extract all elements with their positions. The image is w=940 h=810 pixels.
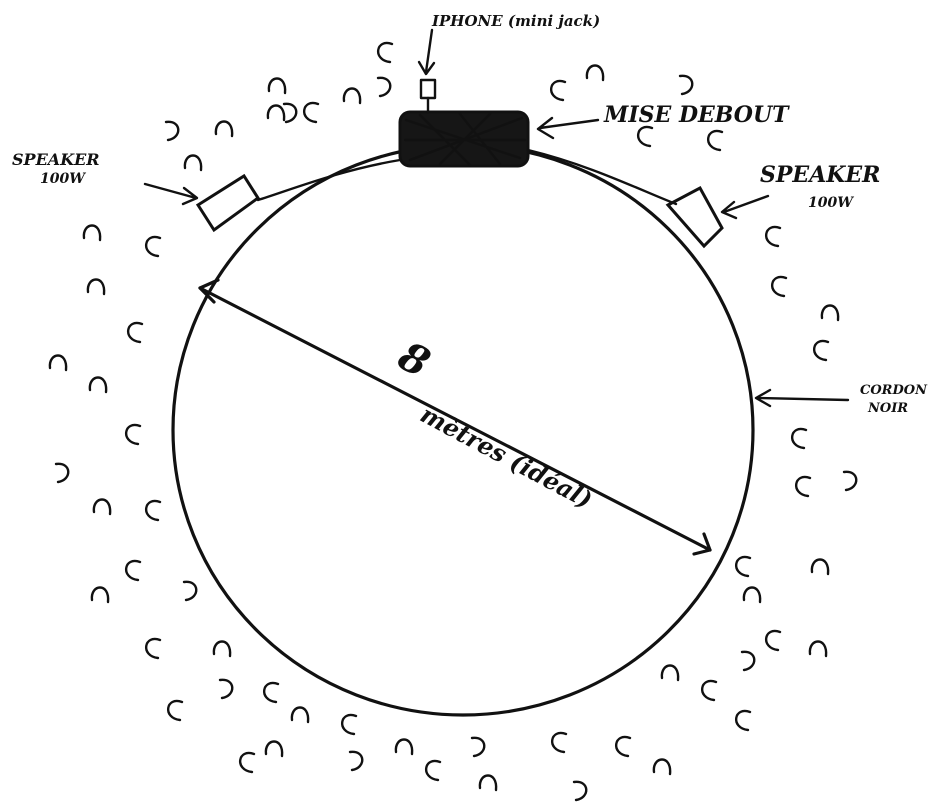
audience-mark	[146, 501, 160, 520]
speaker-left-label-1: SPEAKER	[12, 152, 100, 168]
audience-mark	[266, 742, 282, 757]
audience-mark	[702, 681, 716, 700]
audience-mark	[90, 378, 106, 393]
audience-mark	[185, 156, 201, 171]
audience-mark	[166, 122, 178, 140]
audience-mark	[736, 711, 750, 730]
audience-mark	[92, 588, 108, 603]
audience-mark	[126, 561, 140, 580]
audience-mark	[772, 277, 786, 296]
speaker-left-arrow	[145, 184, 197, 204]
audience-mark	[844, 472, 856, 490]
audience-mark	[168, 701, 182, 720]
audience-mark	[240, 753, 254, 772]
audience-mark	[662, 666, 678, 681]
audience-mark	[742, 652, 754, 670]
audience-mark	[84, 226, 100, 241]
speaker-right-arrow	[722, 196, 768, 218]
audience-mark	[378, 43, 392, 62]
iphone-arrow	[419, 30, 434, 74]
audience-mark	[184, 582, 196, 600]
audience-mark	[284, 104, 296, 122]
audience-mark	[480, 776, 496, 791]
cable-left	[258, 160, 400, 200]
audience-mark	[822, 306, 838, 321]
mise-debout-label: MISE DEBOUT	[604, 104, 789, 126]
mise-debout-arrow	[538, 118, 598, 138]
audience-mark	[304, 103, 318, 122]
audience-mark	[744, 588, 760, 603]
mise-debout-box	[400, 112, 528, 166]
audience-mark	[551, 81, 565, 100]
audience-mark	[50, 356, 66, 371]
audience-mark	[214, 642, 230, 657]
audience-mark	[552, 733, 566, 752]
cordon-label-2: NOIR	[868, 402, 908, 415]
iphone-label: IPHONE (mini jack)	[432, 14, 600, 29]
cordon-label-1: CORDON	[860, 384, 927, 397]
speaker-left-label-2: 100W	[40, 172, 85, 186]
cordon-arrow	[756, 390, 848, 406]
audience-mark	[587, 66, 603, 81]
audience-mark	[472, 738, 484, 756]
audience-mark	[396, 740, 412, 755]
audience-mark	[128, 323, 142, 342]
audience-mark	[350, 752, 362, 770]
audience-mark	[708, 131, 722, 150]
audience-mark	[269, 79, 285, 94]
audience-mark	[146, 639, 160, 658]
audience-mark	[216, 122, 232, 137]
speaker-right-label-1: SPEAKER	[760, 164, 880, 186]
speaker-right-label-2: 100W	[808, 196, 853, 210]
audience-mark	[638, 127, 652, 146]
iphone-icon	[421, 80, 435, 112]
audience-mark	[766, 227, 780, 246]
audience-mark	[56, 464, 68, 482]
audience-mark	[654, 760, 670, 775]
audience-mark	[88, 280, 104, 295]
audience-mark	[220, 680, 232, 698]
audience-mark	[292, 708, 308, 723]
audience-mark	[94, 500, 110, 515]
speaker-left-box	[198, 176, 258, 230]
audience-mark	[344, 89, 360, 104]
audience-mark	[616, 737, 630, 756]
audience-mark	[736, 557, 750, 576]
audience-mark	[680, 76, 692, 94]
audience-mark	[426, 761, 440, 780]
audience-mark	[268, 106, 284, 121]
audience-mark	[812, 560, 828, 575]
audience-mark	[378, 78, 390, 96]
audience-mark	[792, 429, 806, 448]
audience-mark	[574, 782, 586, 800]
audience-mark	[810, 642, 826, 657]
audience-mark	[264, 683, 278, 702]
audience-mark	[146, 237, 160, 256]
audience-mark	[766, 631, 780, 650]
audience-mark	[796, 477, 810, 496]
audience-mark	[126, 425, 140, 444]
audience-mark	[342, 715, 356, 734]
audience-mark	[814, 341, 828, 360]
